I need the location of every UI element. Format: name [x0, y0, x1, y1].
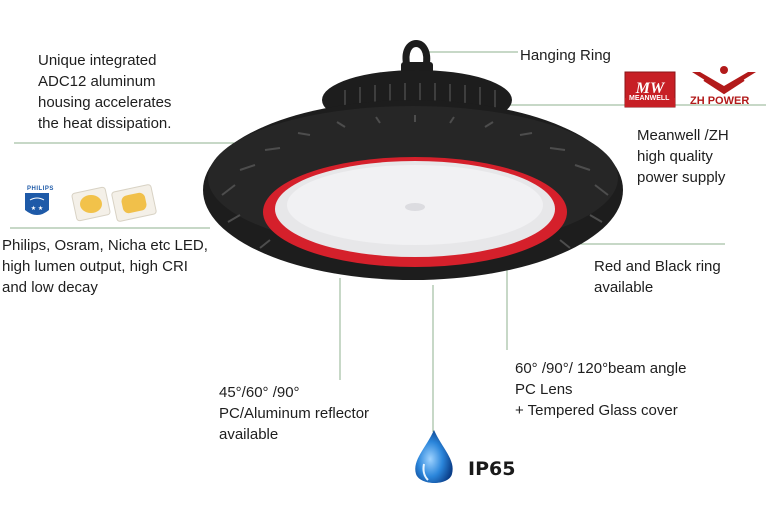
zh-power-logo-text: ZH POWER [690, 95, 750, 107]
water-drop-icon [415, 430, 453, 483]
meanwell-logo-text: MEANWELL [629, 95, 670, 102]
callout-ring: Red and Black ring available [594, 258, 721, 296]
philips-logo-text: PHILIPS [27, 186, 54, 192]
callout-reflector: 45°/60° /90° PC/Aluminum reflector avail… [219, 384, 370, 443]
hanging-ring-shape [402, 40, 431, 67]
svg-text:★ ★: ★ ★ [31, 205, 43, 212]
highbay-lamp [203, 40, 623, 280]
callout-housing: Unique integrated ADC12 aluminum housing… [38, 52, 172, 132]
led-chip-1 [71, 186, 111, 222]
callout-led: Philips, Osram, Nicha etc LED, high lume… [2, 237, 208, 296]
zh-power-logo [692, 66, 756, 95]
heat-fins [221, 115, 609, 249]
meanwell-logo: MW [624, 71, 676, 108]
callout-power-supply: Meanwell /ZH high quality power supply [637, 127, 729, 186]
ip65-badge: IP65 [468, 458, 516, 480]
led-chip-2 [111, 184, 157, 222]
svg-text:MW: MW [635, 80, 666, 97]
philips-logo: ★ ★ [25, 193, 49, 215]
callout-lens: 60° /90°/ 120°beam angle PC Lens + Tempe… [515, 360, 687, 419]
callout-hanging-ring: Hanging Ring [520, 47, 611, 64]
